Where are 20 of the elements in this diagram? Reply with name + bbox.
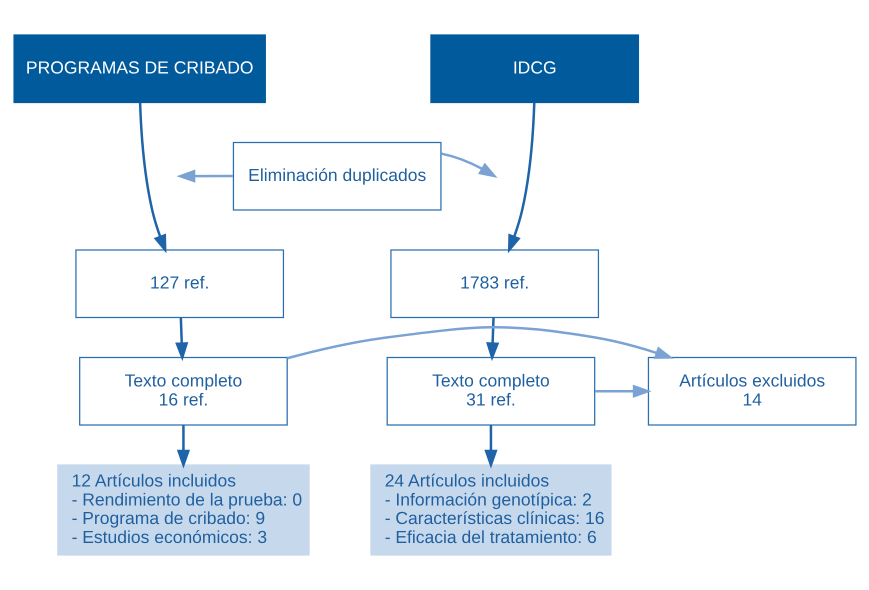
node-box: IDCG <box>430 34 639 104</box>
node-box: PROGRAMAS DE CRIBADO <box>12 34 266 104</box>
arrow <box>486 318 499 362</box>
node-box: Eliminación duplicados <box>232 142 442 211</box>
node-box: Texto completo 31 ref. <box>386 356 595 426</box>
node-box: 1783 ref. <box>390 249 599 318</box>
arrow <box>286 326 674 360</box>
node-box: Texto completo 16 ref. <box>78 356 288 426</box>
node-box: Artículos excluidos 14 <box>647 356 856 426</box>
arrow <box>138 102 166 254</box>
arrow <box>176 170 232 183</box>
node-box: 12 Artículos incluidos - Rendimiento de la prueba: 0 - Programa de cribado: 9 - Estudios económicos: 3 <box>56 464 310 556</box>
node-box: 127 ref. <box>74 249 284 318</box>
arrow <box>484 426 498 469</box>
arrow <box>507 102 536 254</box>
arrow <box>440 152 498 178</box>
node-box: 24 Artículos incluidos - Información genotípica: 2 - Características clínicas: 16 - Eficacia del tratamiento: 6 <box>370 464 612 556</box>
arrow <box>174 318 188 362</box>
arrow <box>176 426 190 469</box>
arrow <box>594 384 652 398</box>
